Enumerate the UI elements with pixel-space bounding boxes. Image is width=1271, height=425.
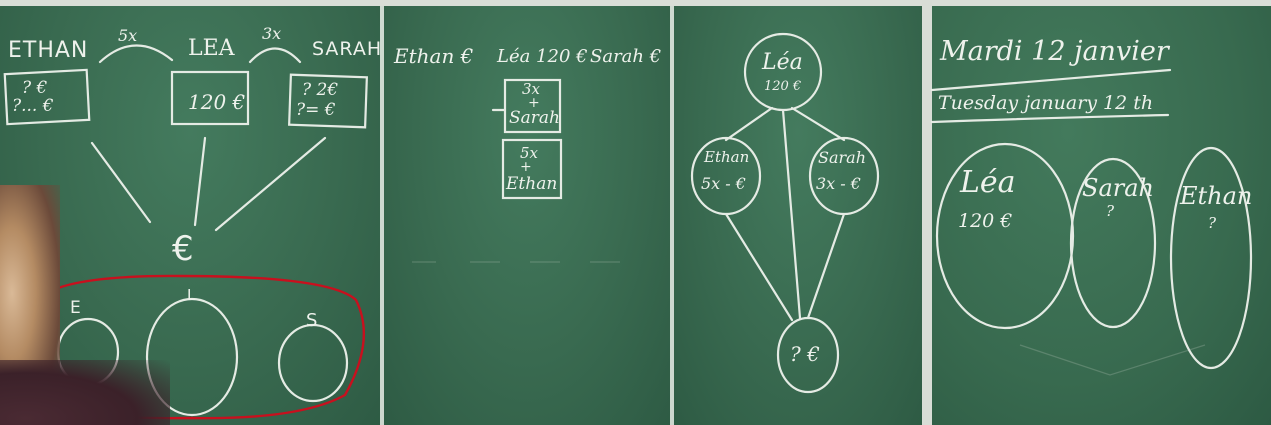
oval-ethan [1171,148,1251,368]
circle-sarah-name: Sarah [818,150,866,166]
circle-sarah-amount: 3x - € [816,176,861,192]
oval-lea-name: Léa [960,168,1016,198]
box-sarah-text-2: ?= € [296,102,336,119]
circle-label-l: L [187,288,196,303]
stack-bottom-line-2: + [520,160,532,174]
euro-symbol: € [172,232,195,266]
label-ethan: Ethan € [394,46,473,66]
box-ethan-text-1: ? € [22,80,47,97]
person-sweater [0,360,170,425]
box-lea-text: 120 € [188,92,245,112]
label-ethan: ETHAN [8,40,88,62]
label-lea: Léa 120 € [497,48,588,66]
date-french: Mardi 12 janvier [940,38,1169,65]
circle-label-s: S [306,312,318,330]
oval-ethan-name: Ethan [1180,184,1252,208]
circle-label-e: E [70,300,82,317]
label-sarah: Sarah € [590,48,661,66]
arrow-arc-lea-sarah [250,49,300,63]
circle-total-value: ? € [790,344,820,364]
arrow-label-5x: 5x [118,28,137,44]
date-english: Tuesday january 12 th [938,94,1153,113]
circle-lea-amount: 120 € [764,80,801,93]
stack-top-line-3: Sarah [509,110,560,127]
circle-lea-name: Léa [762,52,803,74]
oval-sarah-amount: ? [1106,204,1114,219]
arrow-arc-ethan-lea [100,45,172,62]
label-lea: LEA [188,38,235,60]
box-sarah-text-1: ? 2€ [302,82,338,99]
circle-ethan-name: Ethan [704,150,749,165]
box-ethan-text-2: ?... € [12,98,54,115]
oval-lea-amount: 120 € [958,212,1012,231]
oval-ethan-amount: ? [1208,216,1216,231]
label-sarah: SARAH [312,40,382,59]
oval-sarah-name: Sarah [1082,176,1154,200]
arrow-label-3x: 3x [262,26,281,42]
circle-ethan-amount: 5x - € [701,176,746,192]
stack-bottom-line-3: Ethan [506,176,557,193]
